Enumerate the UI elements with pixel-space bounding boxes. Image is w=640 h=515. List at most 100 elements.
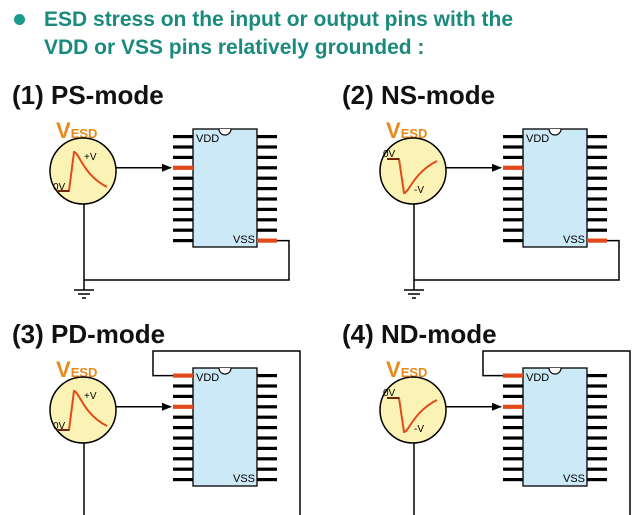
chip-pin-right [257,478,277,482]
chip-pin-right [257,457,277,461]
chip-pin-left [173,467,193,471]
chip-pin-left [173,218,193,222]
chip-body [192,367,258,487]
vdd-return-pin [503,373,523,378]
chip-pin-right [587,374,607,378]
stressed-input-pin [503,165,523,170]
chip-pin-right [257,384,277,388]
pulse-base-label: 0V [53,421,66,432]
pulse-waveform [387,397,438,434]
chip-pin-left [173,415,193,419]
chip-pin-right [587,228,607,232]
vss-label: VSS [563,473,585,485]
vss-return-pin [587,238,607,243]
vdd-label: VDD [196,133,219,145]
chip-pin-left [173,384,193,388]
chip-pin-left [173,187,193,191]
chip-notch [548,367,562,375]
chip-pin-right [587,415,607,419]
mode-title: (3) PD-mode [12,319,165,349]
chip-pin-right [257,394,277,398]
chip-pin-left [173,394,193,398]
bullet-icon [14,14,25,25]
chip-pin-right [257,374,277,378]
chip-pin-left [173,239,193,243]
chip-pin-right [257,426,277,430]
vdd-label: VDD [526,372,549,384]
chip-pin-left [173,436,193,440]
chip-pin-right [587,207,607,211]
chip-notch [218,367,232,375]
chip-pin-right [257,415,277,419]
return-wire [83,204,290,281]
chip-pin-left [503,467,523,471]
chip-pin-left [503,135,523,139]
chip-pin-left [503,394,523,398]
chip-pin-right [257,135,277,139]
chip-pin-left [173,197,193,201]
chip-pin-right [587,155,607,159]
vesd-label: VESD [386,357,427,382]
chip-pin-right [587,135,607,139]
pulse-peak-label: +V [84,391,97,402]
chip-pin-right [257,207,277,211]
chip-pin-left [503,426,523,430]
mode-title: (2) NS-mode [342,80,495,110]
chip-pin-right [257,446,277,450]
chip-pin-right [257,166,277,170]
chip-pin-left [503,239,523,243]
chip-pin-right [257,187,277,191]
vesd-label: VESD [56,357,97,382]
chip-pin-left [503,155,523,159]
vdd-return-pin [173,373,193,378]
header-line-1: ESD stress on the input or output pins w… [44,8,513,31]
stressed-input-pin [503,404,523,409]
chip-pin-right [257,176,277,180]
chip-pin-left [503,446,523,450]
vdd-label: VDD [196,372,219,384]
esd-source-circle [379,376,447,444]
vesd-label: VESD [56,118,97,143]
chip-pin-left [173,457,193,461]
mode-title: (4) ND-mode [342,319,497,349]
pulse-peak-label: +V [84,152,97,163]
chip-pin-right [587,467,607,471]
chip-body [192,128,258,248]
chip-pin-left [503,187,523,191]
esd-source-circle [49,137,117,205]
chip-pin-left [503,218,523,222]
chip-pin-left [503,207,523,211]
chip-pin-right [587,457,607,461]
esd-source-circle [379,137,447,205]
return-wire [413,204,620,281]
chip-pin-left [173,478,193,482]
vss-label: VSS [233,473,255,485]
chip-pin-right [587,197,607,201]
chip-notch [548,128,562,136]
chip-body [522,128,588,248]
chip-body [522,367,588,487]
chip-pin-right [587,384,607,388]
ic-chip: VDD VSS [503,367,607,487]
chip-pin-right [257,197,277,201]
chip-pin-left [503,145,523,149]
chip-pin-right [587,394,607,398]
chip-pin-right [587,405,607,409]
pulse-base-label: 0V [383,149,396,160]
chip-pin-right [587,426,607,430]
esd-source-circle [49,376,117,444]
chip-pin-right [257,218,277,222]
stressed-input-pin [173,404,193,409]
vdd-label: VDD [526,133,549,145]
chip-pin-left [503,436,523,440]
chip-pin-left [173,207,193,211]
chip-pin-left [173,426,193,430]
chip-pin-right [257,145,277,149]
pulse-peak-label: -V [414,424,424,435]
chip-pin-right [257,155,277,159]
chip-pin-right [257,405,277,409]
